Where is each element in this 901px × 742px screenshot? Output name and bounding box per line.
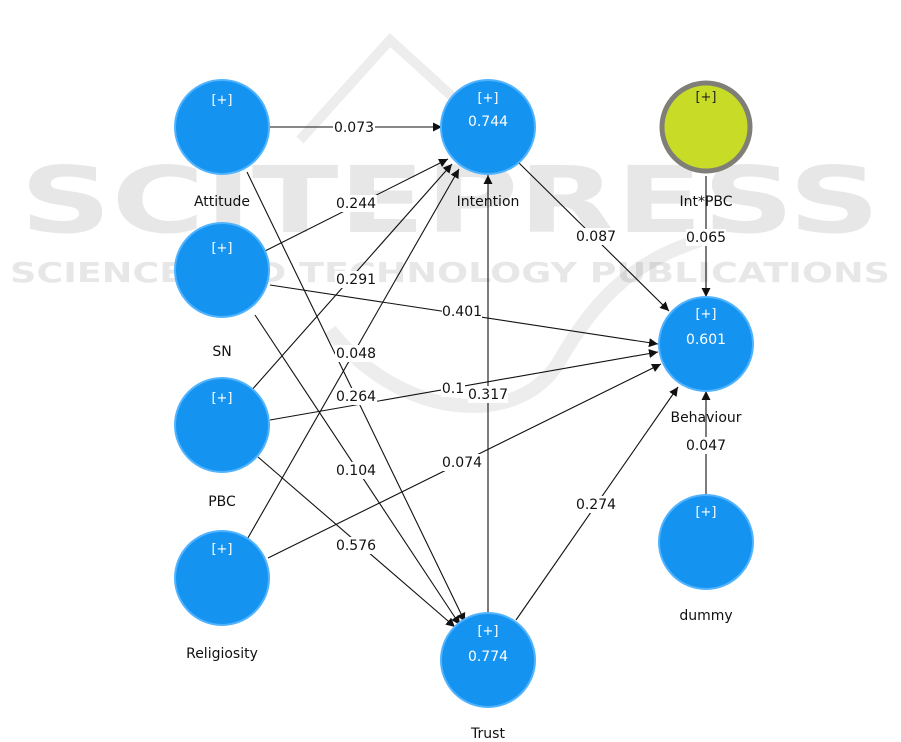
edge-label-pbc-trust: 0.576 bbox=[335, 537, 377, 554]
node-behaviour-r2: 0.601 bbox=[686, 332, 726, 348]
node-dummy-label: dummy bbox=[679, 608, 732, 624]
edge-label-dummy-behaviour: 0.047 bbox=[686, 437, 726, 454]
node-trust[interactable]: [+] 0.774 Trust bbox=[441, 613, 535, 742]
edge-label-attitude-intention-text: 0.073 bbox=[334, 120, 374, 136]
node-sn-expand[interactable]: [+] bbox=[211, 241, 232, 256]
node-trust-expand[interactable]: [+] bbox=[477, 624, 498, 639]
edge-label-religiosity-behaviour: 0.074 bbox=[442, 454, 482, 471]
node-behaviour-label: Behaviour bbox=[670, 410, 741, 426]
node-dummy-expand[interactable]: [+] bbox=[695, 505, 716, 520]
edge-label-sn-behaviour: 0.401 bbox=[442, 303, 482, 320]
edge-label-pbc-behaviour-text: 0.1 bbox=[442, 381, 464, 397]
edge-label-pbc-behaviour: 0.1 bbox=[441, 380, 465, 397]
node-intention-expand[interactable]: [+] bbox=[477, 91, 498, 106]
node-trust-r2: 0.774 bbox=[468, 649, 508, 665]
edge-label-trust-intention-text: 0.317 bbox=[468, 387, 508, 403]
edge-label-sn-trust: 0.104 bbox=[335, 462, 377, 479]
edge-label-sn-trust-text: 0.104 bbox=[336, 463, 376, 479]
edge-label-sn-intention: 0.244 bbox=[335, 195, 377, 212]
edge-label-attitude-trust: 0.264 bbox=[335, 388, 377, 405]
node-sn-label: SN bbox=[212, 344, 231, 360]
edge-label-sn-behaviour-text: 0.401 bbox=[442, 304, 482, 320]
node-int-pbc-label: Int*PBC bbox=[679, 194, 732, 210]
node-attitude-label: Attitude bbox=[194, 194, 250, 210]
edge-label-attitude-intention: 0.073 bbox=[333, 119, 375, 136]
node-sn-circle[interactable] bbox=[175, 223, 269, 317]
node-religiosity-expand[interactable]: [+] bbox=[211, 542, 232, 557]
node-pbc[interactable]: [+] PBC bbox=[175, 378, 269, 510]
watermark-subtitle: SCIENCE AND TECHNOLOGY PUBLICATIONS bbox=[10, 256, 890, 289]
edge-label-intention-behaviour-text: 0.087 bbox=[576, 229, 616, 245]
edge-label-religiosity-intention-text: 0.048 bbox=[336, 346, 376, 362]
node-int-pbc-expand[interactable]: [+] bbox=[695, 90, 716, 105]
edge-label-trust-behaviour: 0.274 bbox=[576, 496, 616, 513]
node-behaviour-expand[interactable]: [+] bbox=[695, 307, 716, 322]
node-attitude-expand[interactable]: [+] bbox=[211, 93, 232, 108]
edge-label-pbc-intention-text: 0.291 bbox=[336, 272, 376, 288]
node-intention-label: Intention bbox=[457, 194, 520, 210]
edge-label-pbc-trust-text: 0.576 bbox=[336, 538, 376, 554]
node-dummy[interactable]: [+] dummy bbox=[659, 495, 753, 624]
edge-label-dummy-behaviour-text: 0.047 bbox=[686, 438, 726, 454]
edge-label-pbc-intention: 0.291 bbox=[335, 271, 377, 288]
watermark-title: SCITEPRESS bbox=[20, 147, 880, 254]
node-intention-r2: 0.744 bbox=[468, 114, 508, 130]
edge-label-intpbc-behaviour-text: 0.065 bbox=[686, 230, 726, 246]
node-pbc-label: PBC bbox=[208, 494, 236, 510]
node-religiosity[interactable]: [+] Religiosity bbox=[175, 531, 269, 662]
node-sn[interactable]: [+] SN bbox=[175, 223, 269, 360]
edge-label-religiosity-intention: 0.048 bbox=[335, 345, 377, 362]
node-pbc-expand[interactable]: [+] bbox=[211, 391, 232, 406]
edge-label-trust-behaviour-text: 0.274 bbox=[576, 497, 616, 513]
node-religiosity-label: Religiosity bbox=[186, 646, 258, 662]
node-trust-label: Trust bbox=[470, 726, 505, 742]
watermark: SCITEPRESS SCIENCE AND TECHNOLOGY PUBLIC… bbox=[10, 40, 890, 406]
edge-label-intention-behaviour: 0.087 bbox=[576, 228, 616, 245]
edge-label-attitude-trust-text: 0.264 bbox=[336, 389, 376, 405]
edge-label-trust-intention: 0.317 bbox=[468, 386, 508, 403]
edge-label-intpbc-behaviour: 0.065 bbox=[686, 229, 726, 246]
edge-label-religiosity-behaviour-text: 0.074 bbox=[442, 455, 482, 471]
edge-label-sn-intention-text: 0.244 bbox=[336, 196, 376, 212]
